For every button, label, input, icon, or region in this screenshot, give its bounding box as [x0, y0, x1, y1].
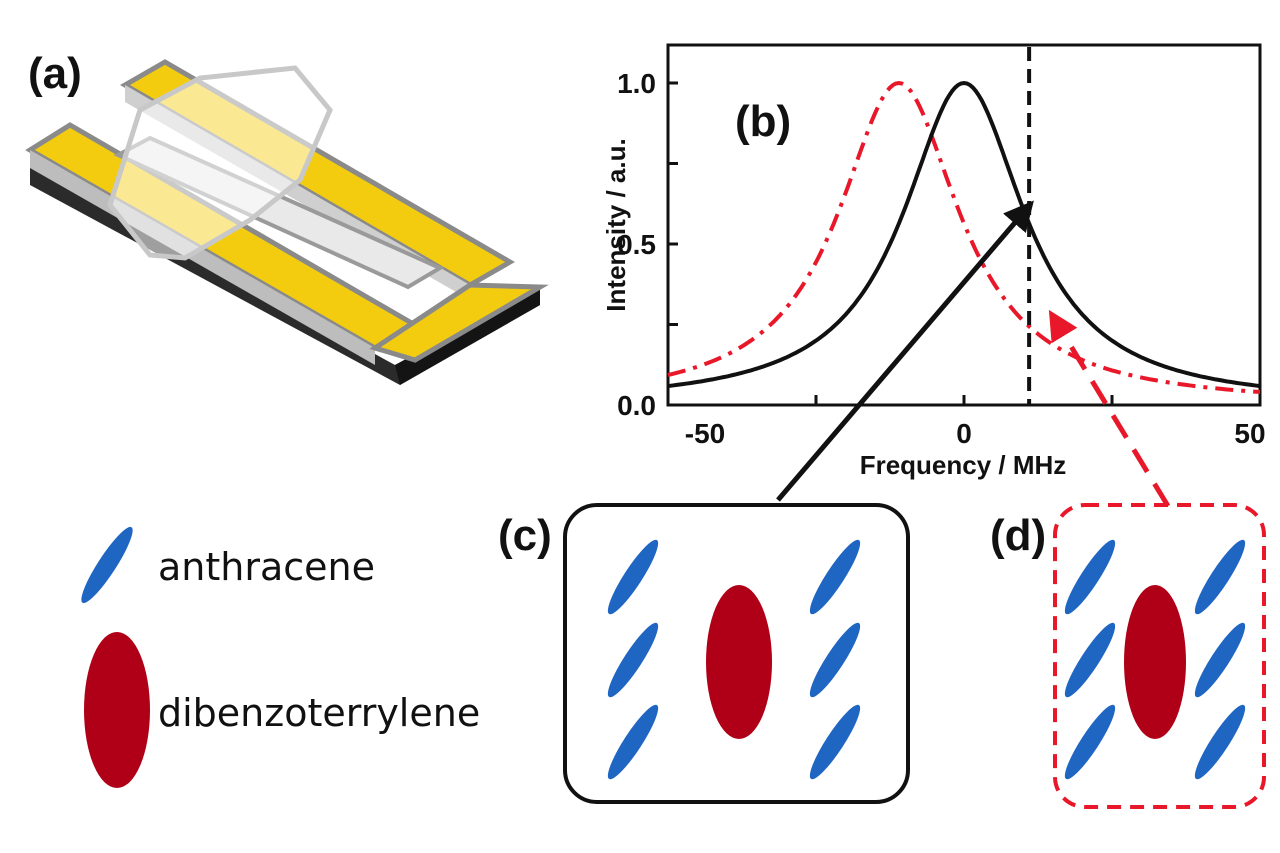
x-tick-label: -50	[685, 418, 725, 449]
anthracene-molecule	[607, 704, 659, 780]
series-solid	[667, 80, 1261, 389]
legend-dibenzoterrylene-icon	[84, 632, 150, 788]
device-base-front	[395, 287, 540, 385]
anthracene-molecule	[1194, 539, 1246, 615]
panel-c-molecules	[607, 539, 861, 780]
y-tick-label: 0.5	[617, 229, 656, 260]
panel-d-molecules	[1064, 539, 1246, 780]
arrow-c-to-solid-curve	[776, 200, 1034, 502]
anthracene-molecule	[1064, 704, 1116, 780]
legend-anthracene-icon	[81, 526, 133, 604]
panel-d-dibenzoterrylene	[1124, 585, 1186, 739]
anthracene-molecule	[809, 704, 861, 780]
legend-anthracene-label: anthracene	[158, 545, 375, 589]
device-pad	[369, 282, 549, 363]
axis-tick-labels: -50 0 50 0.0 0.5 1.0	[617, 68, 1266, 449]
anthracene-molecule	[1064, 622, 1116, 698]
y-tick-label: 0.0	[617, 390, 656, 421]
legend: anthracene dibenzoterrylene	[81, 526, 480, 788]
panel-label-c: (c)	[498, 511, 552, 560]
panel-c-frame	[563, 503, 910, 804]
panel-c: (c)	[498, 503, 910, 804]
anthracene-molecule	[1064, 539, 1116, 615]
device-illustration: (a)	[25, 49, 549, 385]
anthracene-molecule	[607, 622, 659, 698]
panel-label-a: (a)	[28, 49, 82, 98]
panel-label-b: (b)	[735, 97, 791, 146]
legend-dibenzoterrylene-label: dibenzoterrylene	[158, 691, 480, 735]
x-tick-label: 0	[956, 418, 972, 449]
y-axis-title: Intensity / a.u.	[601, 138, 631, 311]
panel-d-frame	[1053, 503, 1266, 809]
panel-d: (d)	[990, 503, 1266, 809]
spectrum-chart: -50 0 50 0.0 0.5 1.0 (b) Frequency / MHz Inte…	[601, 43, 1266, 480]
panel-c-dibenzoterrylene	[706, 585, 772, 739]
anthracene-molecule	[809, 539, 861, 615]
crystal-flake	[107, 65, 333, 261]
arrow-d-to-dashdot-curve	[1048, 309, 1171, 508]
panel-label-d: (d)	[990, 511, 1046, 560]
axis-ticks	[666, 81, 1262, 407]
anthracene-molecule	[809, 622, 861, 698]
anthracene-molecule	[607, 539, 659, 615]
y-tick-label: 1.0	[617, 68, 656, 99]
x-axis-title: Frequency / MHz	[860, 450, 1067, 480]
x-tick-label: 50	[1234, 418, 1265, 449]
anthracene-molecule	[1194, 622, 1246, 698]
anthracene-molecule	[1194, 704, 1246, 780]
